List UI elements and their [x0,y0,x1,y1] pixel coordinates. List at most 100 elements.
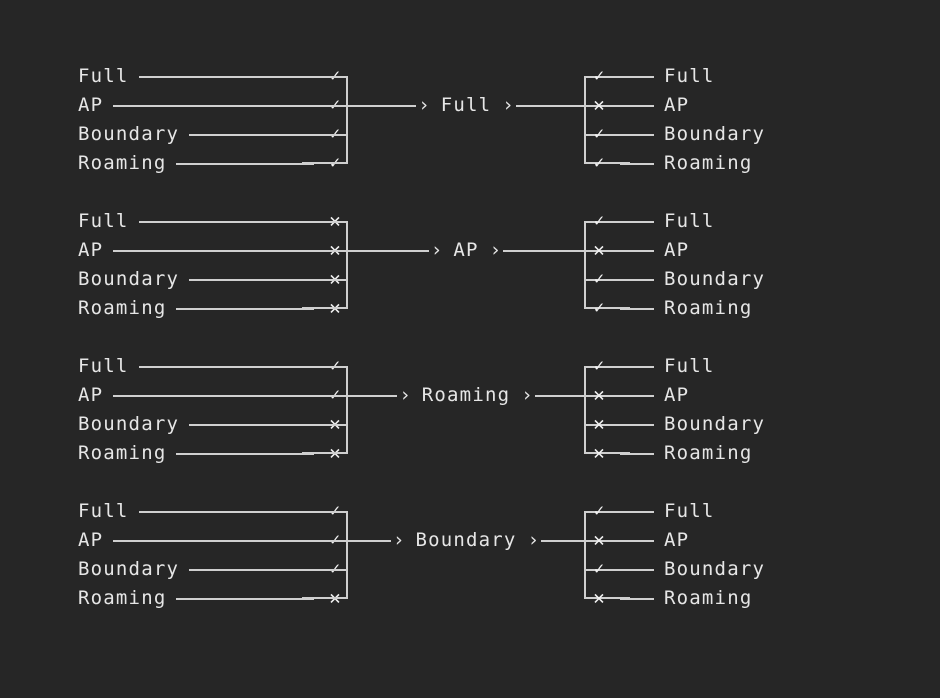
connector-line [176,162,314,165]
transition-title: Boundary [415,529,517,551]
bracket-spine [346,221,348,309]
connector-line [534,394,587,397]
chevron-right-icon: › [399,384,411,406]
output-row: ✓Boundary [588,120,888,149]
connector-line [515,104,586,107]
connector-line [138,365,314,368]
connector-line [346,539,391,542]
bracket-stub [584,366,630,368]
output-column: ✓Full✕AP✓Boundary✓Roaming [588,207,888,352]
output-label: AP [664,384,690,406]
chevron-right-icon: › [418,94,430,116]
chevron-right-icon: › [502,94,514,116]
output-row: ✕AP [588,526,888,555]
cross-icon: ✕ [593,442,605,464]
bracket-stub [302,105,348,107]
check-icon: ✓ [593,66,605,86]
connector-line [138,220,314,223]
connector-line [189,423,314,426]
output-row: ✓Full [588,207,888,236]
bracket-stub [584,221,630,223]
output-label: Boundary [664,413,766,435]
bracket-spine [346,76,348,164]
check-icon: ✓ [593,153,605,173]
input-label: AP [78,239,104,261]
output-row: ✕AP [588,381,888,410]
check-icon: ✓ [593,211,605,231]
bracket-stub [302,597,348,599]
output-label: Roaming [664,587,753,609]
input-label: AP [78,529,104,551]
input-bracket [302,221,348,309]
output-column: ✓Full✕AP✕Boundary✕Roaming [588,352,888,497]
bracket-spine [584,221,586,309]
transition-title: Full [440,94,492,116]
cross-icon: ✕ [593,94,605,116]
transition-title: Roaming [421,384,511,406]
connector-line [113,249,314,252]
input-label: Boundary [78,558,180,580]
output-label: Boundary [664,268,766,290]
output-bracket [584,76,630,164]
bracket-stub [584,540,630,542]
bracket-stub [584,76,630,78]
bracket-stub [302,221,348,223]
output-column: ✓Full✕AP✓Boundary✕Roaming [588,497,888,642]
output-bracket [584,221,630,309]
transition-group: Full✓AP✓Boundary✓Roaming✕›Boundary›✓Full… [0,497,940,642]
bracket-stub [302,250,348,252]
bracket-stub [302,511,348,513]
cross-icon: ✕ [593,413,605,435]
connector-line [620,452,654,455]
input-label: AP [78,384,104,406]
connector-line [620,75,654,78]
transition-connector: ›AP› [346,236,586,265]
output-label: Full [664,65,715,87]
bracket-stub [584,511,630,513]
connector-line [620,394,654,397]
connector-line [620,220,654,223]
connector-line [620,365,654,368]
check-icon: ✓ [593,298,605,318]
bracket-stub [302,134,348,136]
transition-title: AP [453,239,479,261]
output-label: Roaming [664,152,753,174]
cross-icon: ✕ [593,239,605,261]
connector-line [620,278,654,281]
transition-group: Full✓AP✓Boundary✓Roaming✓›Full›✓Full✕AP✓… [0,62,940,207]
output-row: ✓ Roaming [588,149,888,178]
connector-line [541,539,586,542]
connector-line [620,162,654,165]
output-row: ✓Full [588,352,888,381]
connector-line [620,249,654,252]
output-row: ✓ Roaming [588,294,888,323]
bracket-stub [302,279,348,281]
output-bracket [584,511,630,599]
connector-line [176,452,314,455]
chevron-right-icon: › [521,384,533,406]
bracket-spine [584,511,586,599]
input-label: AP [78,94,104,116]
input-label: Roaming [78,152,167,174]
output-row: ✕Roaming [588,439,888,468]
output-row: ✕Roaming [588,584,888,613]
bracket-stub [584,452,630,454]
input-label: Full [78,210,129,232]
check-icon: ✓ [593,356,605,376]
connector-line [620,539,654,542]
connector-line [620,133,654,136]
input-bracket [302,366,348,454]
bracket-stub [584,162,630,164]
bracket-stub [584,597,630,599]
check-icon: ✓ [593,559,605,579]
output-label: Roaming [664,297,753,319]
chevron-right-icon: › [430,239,443,261]
output-label: AP [664,94,690,116]
input-bracket [302,76,348,164]
input-label: Roaming [78,297,167,319]
output-label: AP [664,529,690,551]
output-row: ✓ Full [588,62,888,91]
input-label: Full [78,500,129,522]
connector-line [620,104,654,107]
